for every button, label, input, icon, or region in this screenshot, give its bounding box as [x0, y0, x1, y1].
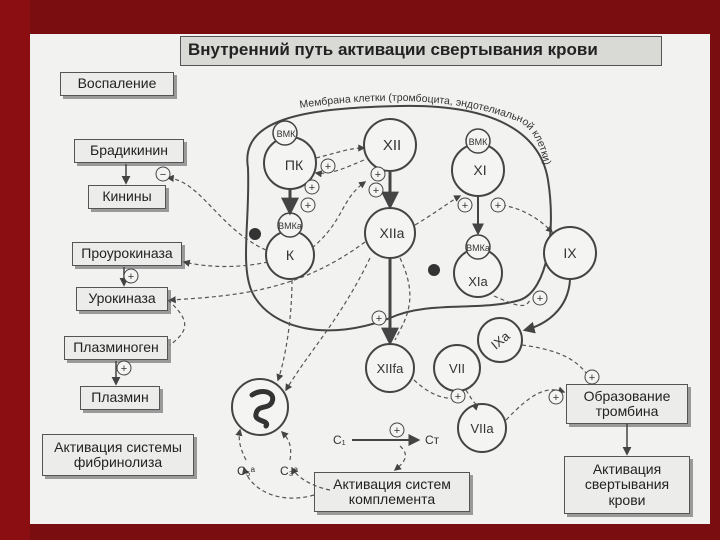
- xi-label: XI: [473, 162, 486, 178]
- plus-3: +: [305, 200, 311, 212]
- plus-sign-7: [490, 197, 506, 213]
- dash-k-leuko: [276, 279, 293, 382]
- xia-label: XIa: [468, 274, 488, 289]
- plus-sign-8: [371, 310, 387, 326]
- thrombin-box: Образование тромбина: [566, 384, 688, 424]
- plus-sign-10: [116, 360, 132, 376]
- plus-12: +: [455, 391, 461, 403]
- dash-xiia-leuko: [285, 257, 371, 392]
- leukocyte-nucleus: [249, 389, 276, 429]
- viia-circle: [457, 403, 507, 453]
- dash-k-prouro: [182, 259, 269, 268]
- plus-sign-6: [457, 197, 473, 213]
- c1-label: C₁: [333, 433, 346, 447]
- coagulation-box: Активация свертывания крови: [564, 456, 690, 514]
- viia-label: VIIa: [470, 421, 494, 436]
- c3a-label: C₃ᵃ: [280, 464, 299, 478]
- plus-11: +: [537, 293, 543, 305]
- plus-sign-13: [389, 422, 405, 438]
- fibrinolysis-box: Активация системы фибринолиза: [42, 434, 194, 476]
- plus-5: +: [373, 185, 379, 197]
- prourokinase-box: Проурокиназа: [72, 242, 182, 266]
- pk-label: ПК: [285, 157, 304, 173]
- kinins-box: Кинины: [88, 185, 166, 209]
- k-label: К: [286, 247, 295, 263]
- dash-c5a-leuko: [235, 428, 247, 461]
- plus-6: +: [462, 200, 468, 212]
- dash-plasmin-inflammation: [167, 299, 186, 346]
- plus-sign-9: [123, 268, 139, 284]
- cell-membrane: [244, 104, 552, 332]
- vmk-top-label: ВМК: [277, 129, 297, 139]
- dash-xiia-urokinase: [168, 241, 366, 304]
- dash-pk-xii: [315, 144, 366, 159]
- xiifa-label: XIIfa: [377, 361, 405, 376]
- membrane-dot-right: [428, 264, 440, 276]
- plus-14: +: [553, 392, 559, 404]
- plus-sign-14: [548, 389, 564, 405]
- membrane-dot-left: [249, 228, 261, 240]
- plus-sign-5: [368, 182, 384, 198]
- plus-10: +: [121, 363, 127, 375]
- plus-13: +: [394, 425, 400, 437]
- plus-4: +: [375, 169, 381, 181]
- vmka-right-label: ВМКа: [466, 243, 490, 253]
- plus-sign-4: [370, 166, 386, 182]
- dash-complement-c5a: [242, 466, 315, 499]
- plus-9: +: [128, 271, 134, 283]
- dash-xiia-xiifa-side: [394, 257, 411, 341]
- dash-complement-c3a: [291, 466, 331, 491]
- plus-sign-12: [450, 388, 466, 404]
- ix-circle: [543, 226, 597, 280]
- dash-xia-ixa: [493, 295, 531, 307]
- bradykinin-box: Брадикинин: [74, 139, 184, 163]
- dash-ixa-thrombin: [521, 344, 593, 384]
- diagram-title: Внутренний путь активации свертывания кр…: [188, 40, 598, 59]
- ixa-circle: [477, 317, 523, 363]
- plus-2: +: [309, 182, 315, 194]
- vmk-top-circle: [272, 120, 298, 146]
- vmk-right-circle: [465, 128, 491, 154]
- minus-1: −: [160, 169, 166, 181]
- vmka-left-label: ВМКа: [278, 221, 302, 231]
- dash-xiia-xi: [414, 195, 462, 226]
- plasmin-box: Плазмин: [80, 386, 160, 410]
- plus-sign-15: [584, 369, 600, 385]
- ix-label: IX: [563, 245, 577, 261]
- slide-background: [0, 0, 30, 540]
- plasminogen-box: Плазминоген: [64, 336, 168, 360]
- arrow-ix-ixa: [522, 279, 571, 334]
- dash-k-kinins: [166, 174, 267, 251]
- xiia-label: XIIa: [380, 225, 405, 241]
- plus-sign-1: [320, 158, 336, 174]
- vii-label: VII: [449, 361, 465, 376]
- inflammation-box: Воспаление: [60, 72, 174, 96]
- vmk-right-label: ВМК: [469, 137, 489, 147]
- dash-c1-complement: [393, 445, 407, 471]
- ct-label: Ст: [425, 433, 440, 447]
- plus-8: +: [376, 313, 382, 325]
- plus-1: +: [325, 161, 331, 173]
- xii-label: XII: [383, 137, 401, 154]
- plus-7: +: [495, 200, 501, 212]
- urokinase-box: Урокиназа: [76, 287, 168, 311]
- plus-sign-2: [304, 179, 320, 195]
- plus-sign-11: [532, 290, 548, 306]
- plus-sign-3: [300, 197, 316, 213]
- dash-k-xii: [311, 181, 367, 249]
- plus-15: +: [589, 372, 595, 384]
- c5a-label: C₅ᵃ: [237, 464, 256, 478]
- diagram-title-box: [180, 36, 662, 66]
- dash-xia-ix: [501, 204, 554, 234]
- dash-c3a-leuko: [280, 430, 292, 461]
- complement-box: Активация систем комплемента: [314, 472, 470, 512]
- dash-vii-viia: [465, 389, 480, 411]
- minus-sign-1: [155, 166, 171, 182]
